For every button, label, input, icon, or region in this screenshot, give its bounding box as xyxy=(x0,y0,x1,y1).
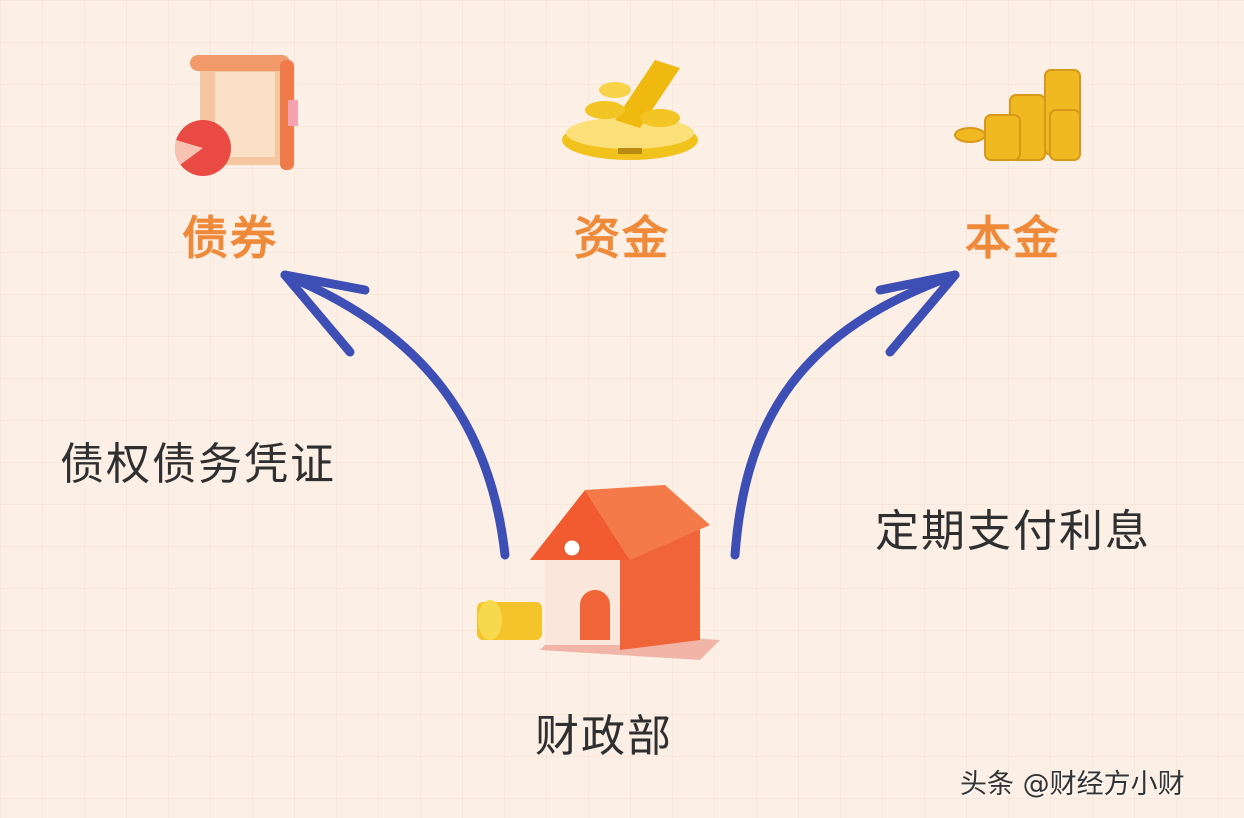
gold-bar-coins-icon xyxy=(562,60,698,160)
bank-house-icon xyxy=(477,485,720,660)
bond-document-icon xyxy=(174,55,298,176)
arrow-to-principal xyxy=(730,270,960,560)
edge-right-label: 定期支付利息 xyxy=(875,506,1151,557)
watermark: 头条 @财经方小财 xyxy=(960,769,1185,800)
node-treasury-label: 财政部 xyxy=(535,711,673,762)
node-bond-label: 债券 xyxy=(182,211,278,265)
coin-stacks-icon xyxy=(954,69,1081,161)
node-principal-label: 本金 xyxy=(965,211,1061,265)
node-funds-label: 资金 xyxy=(574,211,670,265)
edge-left-label: 债权债务凭证 xyxy=(60,439,336,490)
arrow-to-bond xyxy=(280,270,510,560)
